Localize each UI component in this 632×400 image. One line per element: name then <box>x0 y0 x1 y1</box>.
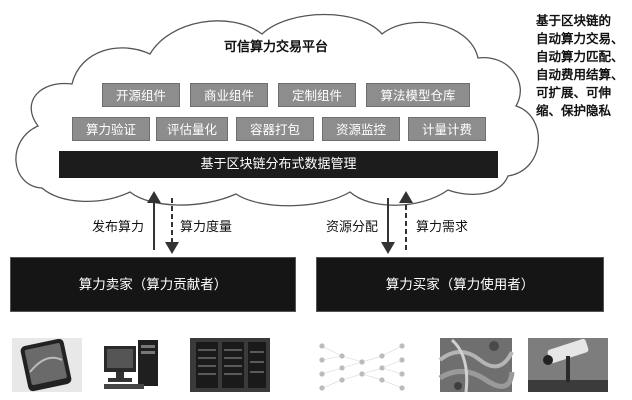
smartphone-image <box>12 338 82 392</box>
module-metering-billing: 计量计费 <box>408 117 486 141</box>
module-model-repository: 算法模型仓库 <box>366 83 470 107</box>
blockchain-data-layer: 基于区块链分布式数据管理 <box>59 151 498 178</box>
side-note-line: 基于区块链的 <box>536 13 612 28</box>
module-resource-monitoring: 资源监控 <box>322 117 400 141</box>
module-evaluation: 评估量化 <box>156 117 228 141</box>
platform-title: 可信算力交易平台 <box>223 40 328 55</box>
side-note-line: 缩、保护隐私 <box>536 103 612 118</box>
satellite-map-image <box>438 338 515 393</box>
side-note-line: 自动算力匹配、 <box>536 49 624 64</box>
module-compute-verification: 算力验证 <box>72 117 150 141</box>
publish-arrow <box>147 191 161 250</box>
buyer-box: 算力买家（算力使用者） <box>316 257 604 312</box>
label-measure-compute: 算力度量 <box>180 220 233 235</box>
server-rack-image <box>190 338 270 392</box>
neural-network-image <box>319 343 405 391</box>
module-commercial: 商业组件 <box>190 83 268 107</box>
desktop-computer-image <box>104 340 158 389</box>
demand-arrow <box>399 191 413 250</box>
module-open-source: 开源组件 <box>102 83 180 107</box>
seller-box: 算力卖家（算力贡献者） <box>10 257 296 312</box>
module-container-packaging: 容器打包 <box>236 117 314 141</box>
surveillance-camera-image <box>528 338 608 392</box>
side-note: 基于区块链的 自动算力交易、 自动算力匹配、 自动费用结算、 可扩展、可伸 缩、… <box>536 12 632 120</box>
label-compute-demand: 算力需求 <box>416 220 469 235</box>
module-custom: 定制组件 <box>278 83 356 107</box>
label-resource-allocation: 资源分配 <box>326 220 379 235</box>
measure-arrow <box>165 198 179 254</box>
label-publish-compute: 发布算力 <box>92 220 145 235</box>
allocate-arrow <box>381 198 395 254</box>
side-note-line: 可扩展、可伸 <box>536 85 612 100</box>
side-note-line: 自动算力交易、 <box>536 31 624 46</box>
side-note-line: 自动费用结算、 <box>536 67 624 82</box>
